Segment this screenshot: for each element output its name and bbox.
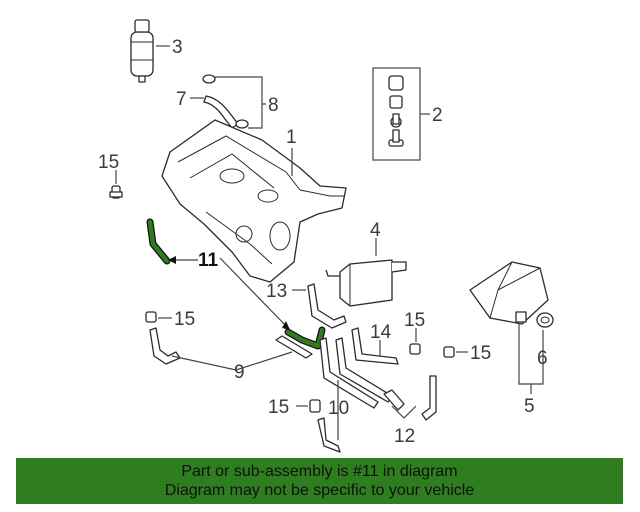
callout-15-upper[interactable]: 15 bbox=[98, 152, 119, 173]
callout-8[interactable]: 8 bbox=[268, 95, 279, 116]
callout-7[interactable]: 7 bbox=[176, 89, 187, 110]
leader-8 bbox=[215, 76, 266, 129]
part-3-filter[interactable] bbox=[130, 19, 154, 83]
callout-1[interactable]: 1 bbox=[286, 127, 297, 148]
part-1-housing[interactable] bbox=[161, 119, 347, 283]
arrowhead-11a bbox=[168, 256, 176, 264]
exploded-parts-diagram: 3 7 8 2 1 15 bbox=[98, 19, 554, 453]
callout-13[interactable]: 13 bbox=[266, 281, 287, 302]
callout-15-left[interactable]: 15 bbox=[174, 309, 195, 330]
part-15-bolt-e[interactable] bbox=[309, 399, 321, 413]
part-15-bolt-a[interactable] bbox=[109, 185, 123, 199]
leader-9 bbox=[171, 351, 293, 371]
arrowhead-11b bbox=[282, 321, 290, 330]
part-15-bolt-c[interactable] bbox=[409, 343, 421, 355]
banner-line-2: Diagram may not be specific to your vehi… bbox=[164, 482, 475, 499]
callout-10[interactable]: 10 bbox=[328, 398, 349, 419]
part-12-hoses[interactable] bbox=[383, 375, 437, 421]
leader-12 bbox=[391, 405, 417, 419]
callout-15-center[interactable]: 15 bbox=[404, 310, 425, 331]
part-13-hose[interactable] bbox=[307, 283, 347, 329]
part-5-reservoir[interactable] bbox=[469, 261, 549, 325]
callout-12[interactable]: 12 bbox=[394, 426, 415, 447]
part-2-mount-kit[interactable] bbox=[372, 67, 421, 161]
part-15-bolt-d[interactable] bbox=[443, 346, 455, 358]
callout-14[interactable]: 14 bbox=[370, 322, 392, 343]
callout-6[interactable]: 6 bbox=[537, 348, 548, 369]
part-9-hose[interactable] bbox=[149, 327, 313, 365]
part-10-hoses[interactable] bbox=[317, 337, 393, 453]
part-15-bolt-b[interactable] bbox=[145, 311, 157, 323]
callout-2[interactable]: 2 bbox=[432, 105, 443, 126]
callout-15-right[interactable]: 15 bbox=[470, 343, 491, 364]
part-8-clamps[interactable] bbox=[202, 74, 249, 129]
part-6-cap[interactable] bbox=[536, 312, 554, 328]
callout-15-bottom[interactable]: 15 bbox=[268, 397, 289, 418]
part-11-hose-highlighted[interactable] bbox=[146, 218, 326, 350]
callout-5[interactable]: 5 bbox=[524, 396, 535, 417]
info-banner: Part or sub-assembly is #11 in diagram D… bbox=[16, 458, 623, 504]
part-4-module[interactable] bbox=[325, 259, 407, 307]
callout-3[interactable]: 3 bbox=[172, 37, 183, 58]
callout-4[interactable]: 4 bbox=[370, 220, 381, 241]
part-14-hose[interactable] bbox=[351, 327, 399, 365]
callout-9[interactable]: 9 bbox=[234, 362, 245, 383]
callout-11[interactable]: 11 bbox=[198, 250, 219, 271]
banner-line-1: Part or sub-assembly is #11 in diagram bbox=[181, 463, 458, 480]
